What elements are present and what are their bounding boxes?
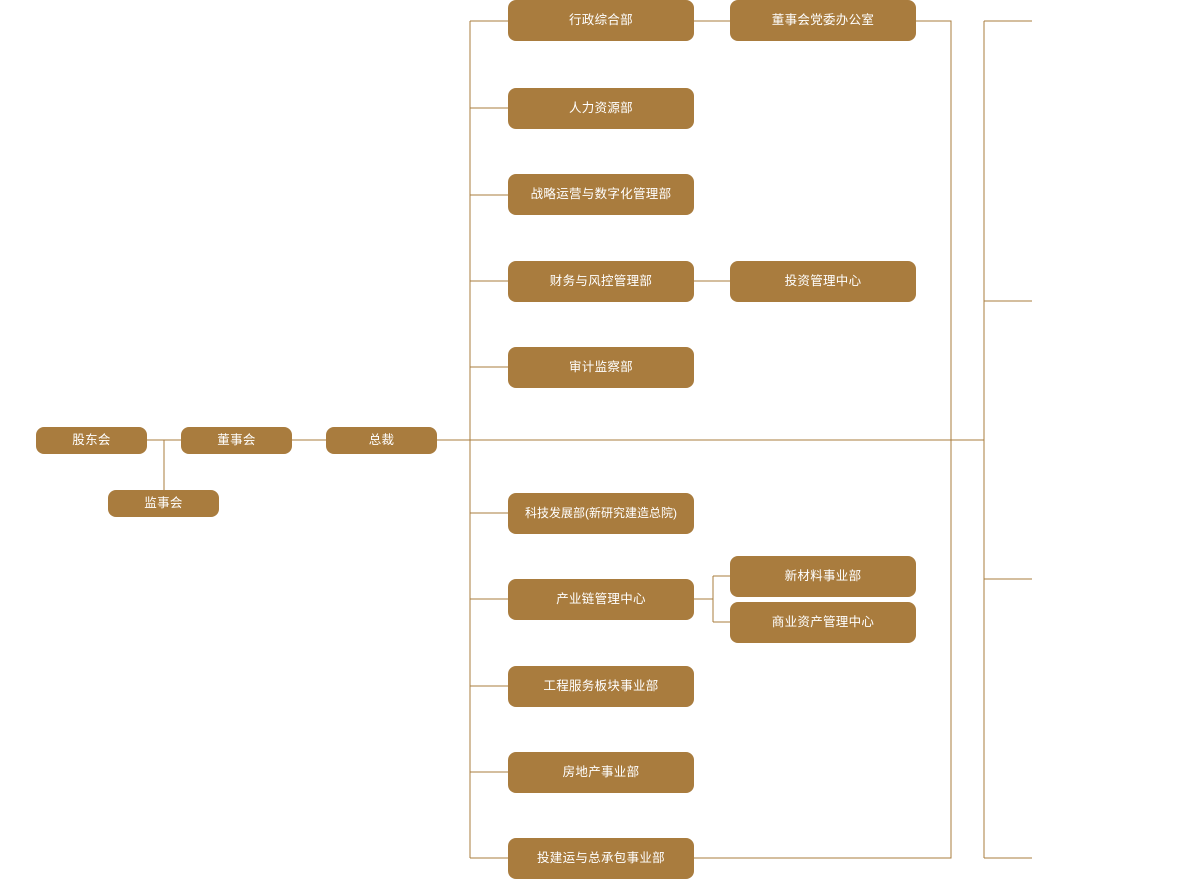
node-hr[interactable]: 人力资源部: [508, 88, 694, 129]
node-supervisors[interactable]: 监事会: [108, 490, 219, 517]
node-epc[interactable]: 投建运与总承包事业部: [508, 838, 694, 879]
node-new-materials[interactable]: 新材料事业部: [730, 556, 916, 597]
node-shareholders[interactable]: 股东会: [36, 427, 147, 454]
industry-chain-bracket: [694, 575, 730, 623]
node-finance[interactable]: 财务与风控管理部: [508, 261, 694, 302]
node-board[interactable]: 董事会: [181, 427, 292, 454]
node-commercial[interactable]: 商业资产管理中心: [730, 602, 916, 643]
node-president[interactable]: 总裁: [326, 427, 437, 454]
node-industry-chain[interactable]: 产业链管理中心: [508, 579, 694, 620]
inner-rail: [694, 20, 952, 859]
node-admin[interactable]: 行政综合部: [508, 0, 694, 41]
node-strategy[interactable]: 战略运营与数字化管理部: [508, 174, 694, 215]
node-investment[interactable]: 投资管理中心: [730, 261, 916, 302]
node-realestate[interactable]: 房地产事业部: [508, 752, 694, 793]
node-engineering[interactable]: 工程服务板块事业部: [508, 666, 694, 707]
node-audit[interactable]: 审计监察部: [508, 347, 694, 388]
node-party-office[interactable]: 董事会党委办公室: [730, 0, 916, 41]
node-tech[interactable]: 科技发展部(新研究建造总院): [508, 493, 694, 534]
